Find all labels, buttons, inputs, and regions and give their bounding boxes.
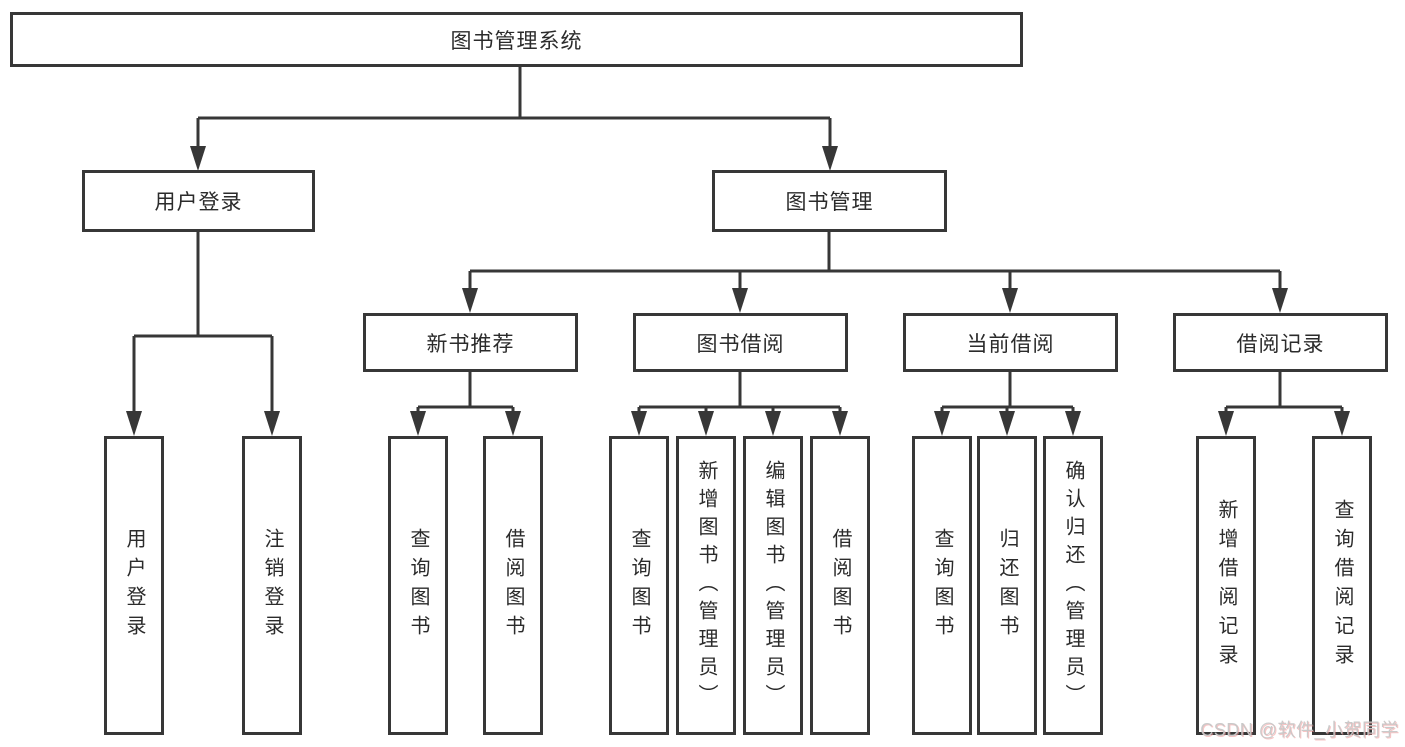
edge-current-borrow-children — [934, 372, 1081, 436]
node-new-book-recommend: 新书推荐 — [363, 313, 578, 372]
leaf-add-borrow-record-label: 新增借阅记录 — [1215, 498, 1237, 673]
node-book-management-label: 图书管理 — [785, 191, 874, 214]
leaf-query-borrow-record: 查询借阅记录 — [1312, 436, 1372, 735]
leaf-query-books-current-label: 查询图书 — [931, 527, 953, 644]
node-root-label: 图书管理系统 — [450, 29, 583, 53]
node-user-login-label: 用户登录 — [154, 191, 243, 214]
node-book-management: 图书管理 — [712, 170, 947, 232]
leaf-borrow-books-recommend: 借阅图书 — [483, 436, 543, 735]
edge-book-management-children — [462, 232, 1288, 313]
node-book-borrow-label: 图书借阅 — [696, 332, 785, 356]
leaf-query-books-borrow-label: 查询图书 — [628, 527, 650, 644]
edge-borrow-records-children — [1218, 372, 1350, 436]
leaf-confirm-return-admin: 确认归还（管理员） — [1043, 436, 1103, 735]
leaf-query-books-borrow: 查询图书 — [609, 436, 669, 735]
edge-new-book-children — [410, 372, 521, 436]
leaf-query-books-recommend: 查询图书 — [388, 436, 448, 735]
node-current-borrow-label: 当前借阅 — [966, 332, 1055, 356]
leaf-logout-label: 注销登录 — [261, 527, 283, 644]
node-root: 图书管理系统 — [10, 12, 1023, 67]
leaf-borrow-books-recommend-label: 借阅图书 — [502, 527, 524, 644]
watermark-text: CSDN @软件_小贺同学 — [1200, 720, 1399, 740]
leaf-query-books-current: 查询图书 — [912, 436, 972, 735]
leaf-return-books-label: 归还图书 — [996, 527, 1018, 644]
edge-user-login-children — [126, 232, 280, 436]
node-book-borrow: 图书借阅 — [633, 313, 848, 372]
leaf-add-books-admin: 新增图书（管理员） — [676, 436, 736, 735]
leaf-borrow-books-label: 借阅图书 — [829, 527, 851, 644]
leaf-query-books-recommend-label: 查询图书 — [407, 527, 429, 644]
leaf-add-borrow-record: 新增借阅记录 — [1196, 436, 1256, 735]
node-new-book-recommend-label: 新书推荐 — [426, 332, 515, 356]
node-user-login: 用户登录 — [82, 170, 315, 232]
leaf-edit-books-admin-label: 编辑图书（管理员） — [762, 459, 784, 712]
leaf-borrow-books: 借阅图书 — [810, 436, 870, 735]
leaf-user-login: 用户登录 — [104, 436, 164, 735]
leaf-confirm-return-admin-label: 确认归还（管理员） — [1062, 459, 1084, 712]
node-borrow-records-label: 借阅记录 — [1236, 332, 1325, 356]
leaf-query-borrow-record-label: 查询借阅记录 — [1331, 498, 1353, 673]
leaf-edit-books-admin: 编辑图书（管理员） — [743, 436, 803, 735]
edge-book-borrow-children — [631, 372, 848, 436]
node-borrow-records: 借阅记录 — [1173, 313, 1388, 372]
leaf-return-books: 归还图书 — [977, 436, 1037, 735]
leaf-user-login-label: 用户登录 — [123, 527, 145, 644]
leaf-logout: 注销登录 — [242, 436, 302, 735]
leaf-add-books-admin-label: 新增图书（管理员） — [695, 459, 717, 712]
edge-root-to-level2 — [190, 66, 838, 171]
node-current-borrow: 当前借阅 — [903, 313, 1118, 372]
